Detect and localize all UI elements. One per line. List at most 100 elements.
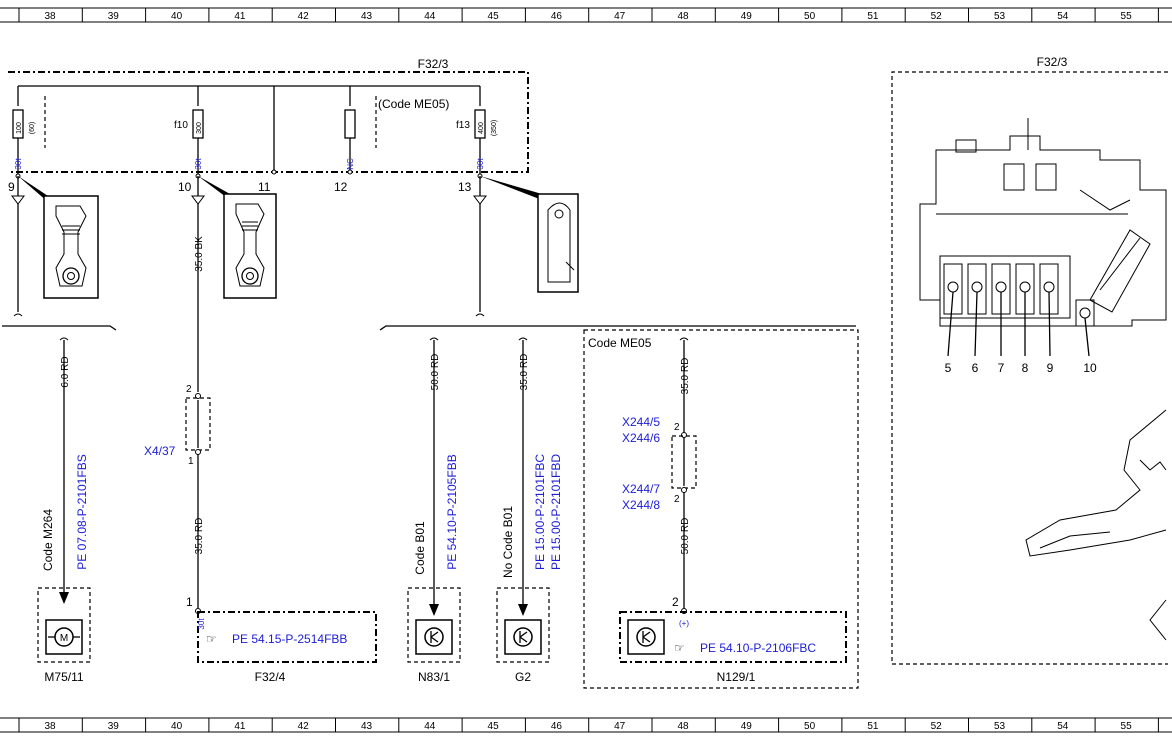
ruler-column-label: 54 (1057, 721, 1069, 732)
svg-text:2: 2 (186, 384, 192, 395)
code-me05-label: Code ME05 (588, 336, 652, 350)
connector-x244-7[interactable]: X244/7 (622, 482, 660, 496)
g2-ref1-link[interactable]: PE 15.00-P-2101FBC (533, 454, 547, 570)
svg-text:30t: 30t (194, 158, 203, 170)
wire-label-35rd-b: 35.0 RD (519, 354, 530, 391)
wire-m75: 6.0 RD Code M264 PE 07.08-P-2101FBS (41, 337, 89, 604)
wire-label-35rd-a: 35.0 RD (194, 518, 205, 555)
svg-text:NC: NC (346, 158, 355, 170)
ruler-column-label: 43 (361, 721, 373, 732)
wire-n83: 50.0 RD Code B01 PE 54.10-P-2105FBB (413, 337, 459, 616)
detail-pin-6: 6 (972, 361, 979, 375)
pin-terminal-symbols (11, 176, 487, 392)
wire-label-35bk: 35.0 BK (194, 236, 205, 272)
ruler-column-label: 40 (171, 721, 183, 732)
pin-13: 13 (458, 180, 472, 194)
code-me05-box: Code ME05 35.0 RD 2 2 X244/5 X244/6 X244… (583, 329, 859, 689)
fuse-12: NC (344, 86, 356, 172)
component-n83-1: N83/1 (407, 587, 461, 684)
g2-code: No Code B01 (501, 506, 515, 578)
n83-name: N83/1 (418, 670, 450, 684)
n129-ref-link[interactable]: PE 54.10-P-2106FBC (700, 641, 816, 655)
terminal-illustration-9 (18, 176, 99, 299)
svg-text:300: 300 (196, 122, 203, 134)
brace-left (2, 325, 117, 331)
ruler-column-label: 51 (867, 11, 879, 22)
ruler-column-label: 49 (741, 11, 753, 22)
wire-label-50rd-b: 50.0 RD (680, 518, 691, 555)
ruler-column-label: 38 (44, 721, 56, 732)
svg-text:1: 1 (188, 456, 194, 467)
svg-text:2: 2 (674, 494, 680, 505)
detail-view-f32-3: F32/3 (891, 55, 1168, 665)
ruler-column-label: 39 (108, 11, 120, 22)
pin-12: 12 (334, 180, 348, 194)
component-n129-1: (+) ☞ PE 54.10-P-2106FBC N129/1 (619, 611, 847, 684)
detail-pin-9: 9 (1047, 361, 1054, 375)
f32-4-name: F32/4 (255, 670, 286, 684)
g2-name: G2 (515, 670, 531, 684)
connector-x244-5[interactable]: X244/5 (622, 415, 660, 429)
ruler-column-label: 44 (424, 11, 436, 22)
svg-text:f13: f13 (456, 120, 470, 131)
pointer-hand-icon: ☞ (206, 632, 217, 646)
component-m75-11: M M75/11 (37, 587, 91, 684)
connector-x244-6[interactable]: X244/6 (622, 431, 660, 445)
detail-pin-7: 7 (998, 361, 1005, 375)
ruler-column-label: 49 (741, 721, 753, 732)
svg-text:400: 400 (478, 122, 485, 134)
ruler-column-label: 46 (551, 11, 563, 22)
ruler-column-label: 55 (1121, 721, 1133, 732)
fuse-10: f10 300 30t (174, 86, 204, 176)
ruler-column-label: 47 (614, 721, 626, 732)
ruler-column-label: 53 (994, 11, 1006, 22)
ruler-column-label: 46 (551, 721, 563, 732)
n83-ref-link[interactable]: PE 54.10-P-2105FBB (445, 454, 459, 569)
ruler-column-label: 41 (234, 11, 246, 22)
ruler-column-label: 52 (931, 721, 943, 732)
wire-label-50rd: 50.0 RD (430, 354, 441, 391)
ruler-column-label: 48 (677, 11, 689, 22)
component-f32-4: 30t ☞ PE 54.15-P-2514FBB F32/4 (197, 611, 377, 684)
detail-title: F32/3 (1037, 55, 1068, 69)
ruler-column-label: 43 (361, 11, 373, 22)
ruler-column-label: 47 (614, 11, 626, 22)
ruler-column-label: 44 (424, 721, 436, 732)
ruler-column-label: 45 (488, 721, 500, 732)
svg-text:30t: 30t (197, 618, 206, 630)
wire-g2: 35.0 RD No Code B01 PE 15.00-P-2101FBC P… (501, 337, 563, 616)
wire-label-35rd-c: 35.0 RD (680, 358, 691, 395)
svg-text:2: 2 (672, 595, 679, 609)
connector-x4-37[interactable]: X4/37 (144, 444, 176, 458)
component-g2: G2 (496, 587, 550, 684)
motor-icon: M (60, 633, 68, 644)
fuse-9: 100 (60) 30t (12, 86, 36, 176)
g2-ref2-link[interactable]: PE 15.00-P-2101FBD (549, 454, 563, 570)
wire-f32-4: 35.0 BK 2 1 X4/37 35.0 RD 1 (144, 236, 211, 614)
f32-4-ref-link[interactable]: PE 54.15-P-2514FBB (232, 632, 347, 646)
n83-code: Code B01 (413, 521, 427, 575)
m75-ref-link[interactable]: PE 07.08-P-2101FBS (75, 454, 89, 569)
connector-x244-8[interactable]: X244/8 (622, 498, 660, 512)
svg-text:(+): (+) (679, 619, 689, 628)
ruler-column-label: 39 (108, 721, 120, 732)
svg-text:30t: 30t (14, 158, 23, 170)
svg-text:2: 2 (674, 422, 680, 433)
svg-text:30t: 30t (476, 158, 485, 170)
brace-right (379, 325, 856, 331)
ruler-column-label: 42 (298, 11, 310, 22)
wire-label-6rd: 6.0 RD (60, 356, 71, 387)
m75-name: M75/11 (44, 670, 83, 684)
ruler-column-label: 54 (1057, 11, 1069, 22)
pin-10: 10 (178, 180, 192, 194)
fuse-box-title: F32/3 (418, 57, 449, 71)
svg-text:100: 100 (16, 122, 23, 134)
ruler-column-label: 42 (298, 721, 310, 732)
fuse-block-drawing (919, 118, 1167, 357)
m75-code: Code M264 (41, 509, 55, 571)
ruler-column-label: 50 (804, 11, 816, 22)
svg-text:1: 1 (186, 595, 193, 609)
detail-pin-10: 10 (1083, 361, 1097, 375)
